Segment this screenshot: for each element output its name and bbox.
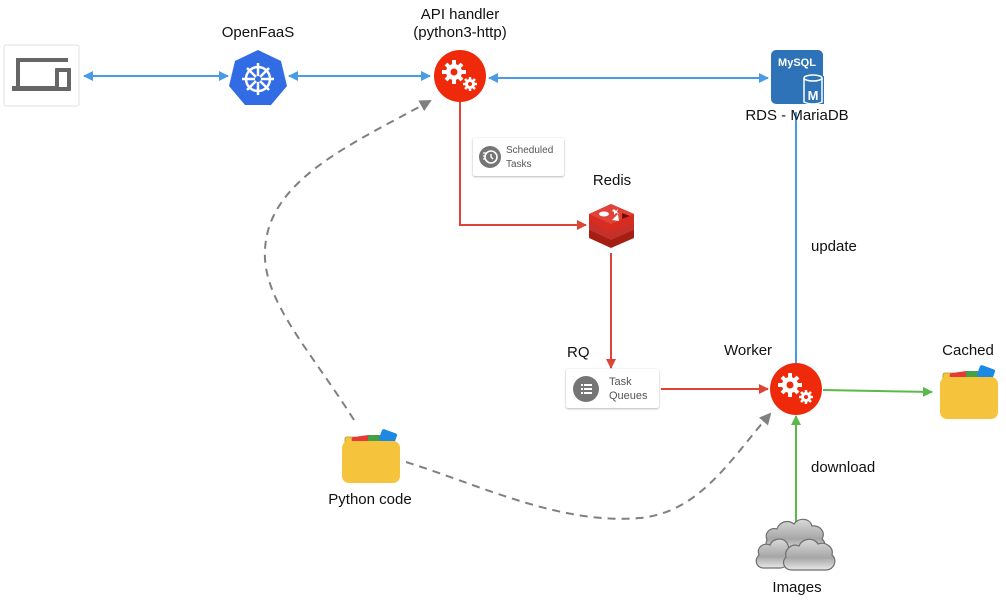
images-node[interactable] bbox=[755, 518, 836, 571]
openfaas-node[interactable] bbox=[229, 50, 287, 105]
rds-node[interactable]: MySQL M bbox=[771, 50, 824, 105]
db-letter: M bbox=[808, 88, 819, 103]
cached-node[interactable] bbox=[940, 365, 998, 419]
scheduled-tasks-line2: Tasks bbox=[506, 159, 532, 170]
rq-label: RQ bbox=[567, 344, 590, 361]
edge-label-download: download bbox=[811, 459, 876, 476]
python-code-node[interactable] bbox=[342, 429, 400, 483]
redis-icon bbox=[589, 204, 634, 248]
mysql-badge-text: MySQL bbox=[778, 57, 816, 69]
scheduled-tasks-line1: Scheduled bbox=[506, 145, 554, 156]
task-queues-card[interactable]: Task Queues bbox=[566, 369, 659, 408]
images-label: Images bbox=[772, 579, 822, 596]
rds-label: RDS - MariaDB bbox=[745, 107, 849, 124]
api-handler-node[interactable] bbox=[434, 50, 486, 102]
client-node[interactable] bbox=[3, 44, 80, 107]
gears-icon bbox=[778, 373, 813, 404]
devices-icon bbox=[12, 58, 71, 91]
folder-icon bbox=[940, 365, 998, 419]
worker-label: Worker bbox=[723, 342, 773, 359]
python-code-label: Python code bbox=[328, 491, 412, 508]
scheduled-tasks-card[interactable]: Scheduled Tasks bbox=[473, 138, 564, 176]
api-handler-label-line1: API handler bbox=[420, 6, 500, 23]
edge-python-api-dashed bbox=[263, 100, 432, 421]
gears-icon bbox=[442, 60, 477, 91]
clock-icon bbox=[479, 146, 501, 168]
worker-node[interactable] bbox=[770, 363, 822, 415]
list-icon bbox=[573, 376, 599, 402]
cached-label: Cached bbox=[942, 342, 994, 359]
edge-api-redis bbox=[459, 101, 587, 230]
openfaas-label: OpenFaaS bbox=[221, 24, 295, 41]
cloud-icon bbox=[755, 518, 836, 571]
task-queues-line1: Task bbox=[609, 376, 632, 388]
edges bbox=[83, 71, 933, 522]
edge-label-update: update bbox=[811, 238, 857, 255]
redis-label: Redis bbox=[592, 172, 632, 189]
edge-python-worker-dashed bbox=[405, 412, 772, 520]
task-queues-line2: Queues bbox=[609, 390, 648, 402]
api-handler-label-line2: (python3-http) bbox=[413, 24, 507, 41]
redis-node[interactable] bbox=[589, 204, 634, 248]
edge-worker-cached bbox=[822, 386, 933, 397]
folder-icon bbox=[342, 429, 400, 483]
